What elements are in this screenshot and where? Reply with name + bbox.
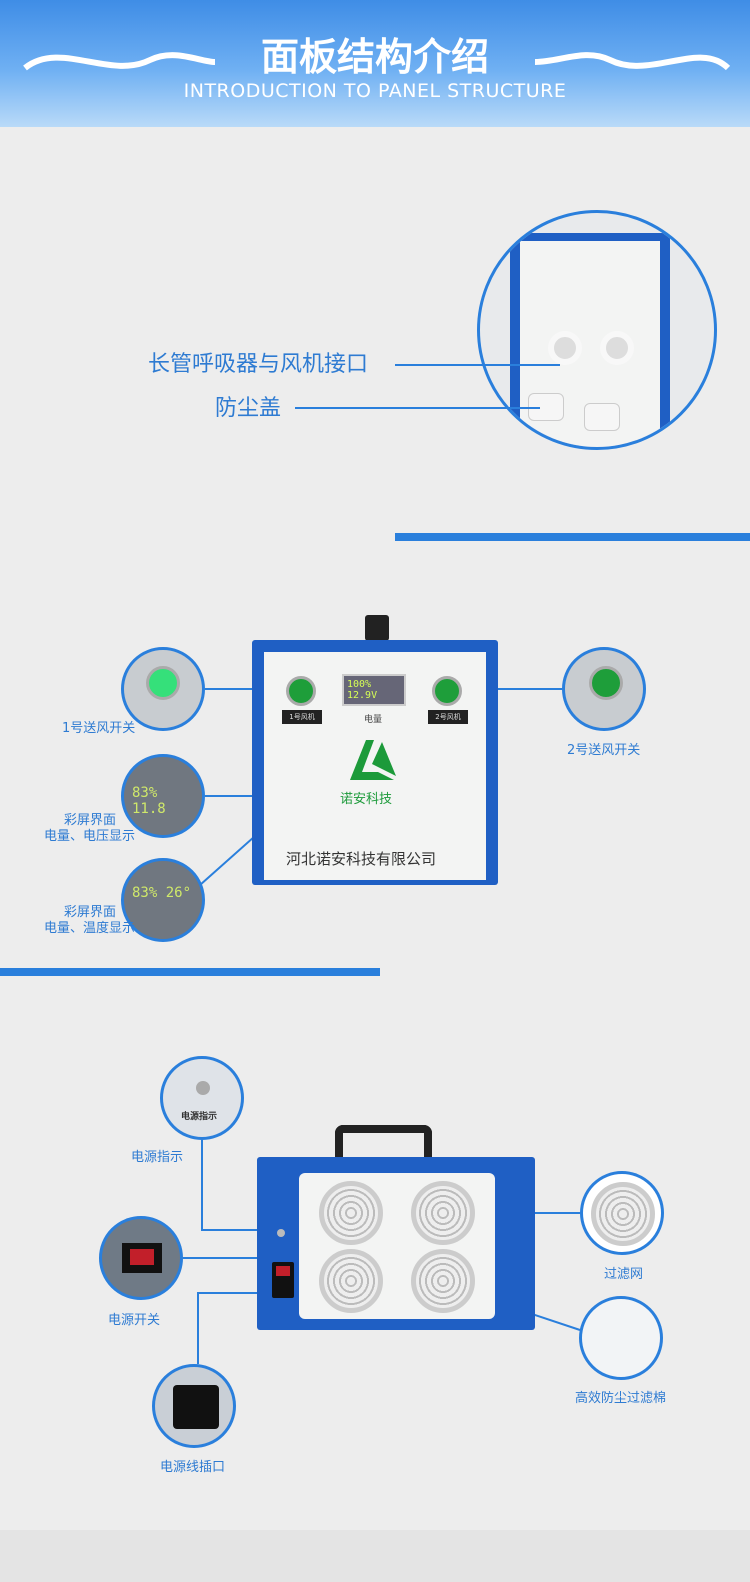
label-screen1-desc: 电量、电压显示 bbox=[44, 829, 136, 844]
device-back bbox=[257, 1157, 535, 1330]
label-filter-grid: 过滤网 bbox=[604, 1267, 644, 1282]
brand-name: 诺安科技 bbox=[340, 792, 393, 807]
filter-cotton-closeup bbox=[579, 1296, 663, 1380]
label-screen2-title: 彩屏界面 bbox=[64, 905, 117, 920]
page-subtitle: INTRODUCTION TO PANEL STRUCTURE bbox=[183, 80, 567, 102]
screen-temperature-closeup: 83% 26° bbox=[121, 858, 205, 942]
device-front: 1号风机 2号风机 100% 12.9V 电量 诺安科技 河北诺安科技有限公司 bbox=[252, 640, 498, 885]
label-fan1-switch: 1号送风开关 bbox=[62, 721, 136, 736]
divider-bar bbox=[0, 968, 380, 976]
interface-closeup bbox=[477, 210, 717, 450]
label-screen1-title: 彩屏界面 bbox=[64, 813, 117, 828]
closeup-indicator-text: 电源指示 bbox=[181, 1112, 218, 1122]
header-banner: 面板结构介绍 INTRODUCTION TO PANEL STRUCTURE bbox=[0, 0, 750, 127]
display-label: 电量 bbox=[364, 715, 383, 725]
carry-handle bbox=[335, 1125, 432, 1161]
power-switch-socket[interactable] bbox=[272, 1262, 294, 1298]
lcd-display: 100% 12.9V bbox=[342, 674, 406, 706]
power-indicator-light bbox=[277, 1229, 285, 1237]
label-screen2-desc: 电量、温度显示 bbox=[44, 921, 136, 936]
screen-voltage-closeup: 83% 11.8 bbox=[121, 754, 205, 838]
wave-ornament-icon bbox=[23, 52, 731, 71]
handle-knob bbox=[365, 615, 389, 641]
power-switch-closeup bbox=[99, 1216, 183, 1300]
filter-grid-closeup bbox=[580, 1171, 664, 1255]
brand-logo-icon bbox=[350, 740, 396, 780]
label-filter-cotton: 高效防尘过滤棉 bbox=[575, 1391, 667, 1406]
label-breathing-fan-interface: 长管呼吸器与风机接口 bbox=[148, 352, 369, 377]
footer-band bbox=[0, 1530, 750, 1582]
fan1-switch[interactable] bbox=[286, 676, 316, 706]
page-title: 面板结构介绍 bbox=[260, 35, 489, 79]
power-socket-closeup bbox=[152, 1364, 236, 1448]
label-power-socket: 电源线插口 bbox=[160, 1460, 226, 1475]
fan2-switch[interactable] bbox=[432, 676, 462, 706]
fan2-switch-closeup bbox=[562, 647, 646, 731]
company-name: 河北诺安科技有限公司 bbox=[286, 850, 437, 868]
label-power-switch: 电源开关 bbox=[108, 1313, 161, 1328]
fan1-switch-label: 1号风机 bbox=[282, 710, 322, 724]
fan2-switch-label: 2号风机 bbox=[428, 710, 468, 724]
fan1-switch-closeup bbox=[121, 647, 205, 731]
power-indicator-closeup: 电源指示 bbox=[160, 1056, 244, 1140]
label-power-indicator: 电源指示 bbox=[131, 1150, 184, 1165]
divider-bar bbox=[395, 533, 750, 541]
label-fan2-switch: 2号送风开关 bbox=[567, 743, 641, 758]
label-dust-cap: 防尘盖 bbox=[215, 396, 282, 421]
